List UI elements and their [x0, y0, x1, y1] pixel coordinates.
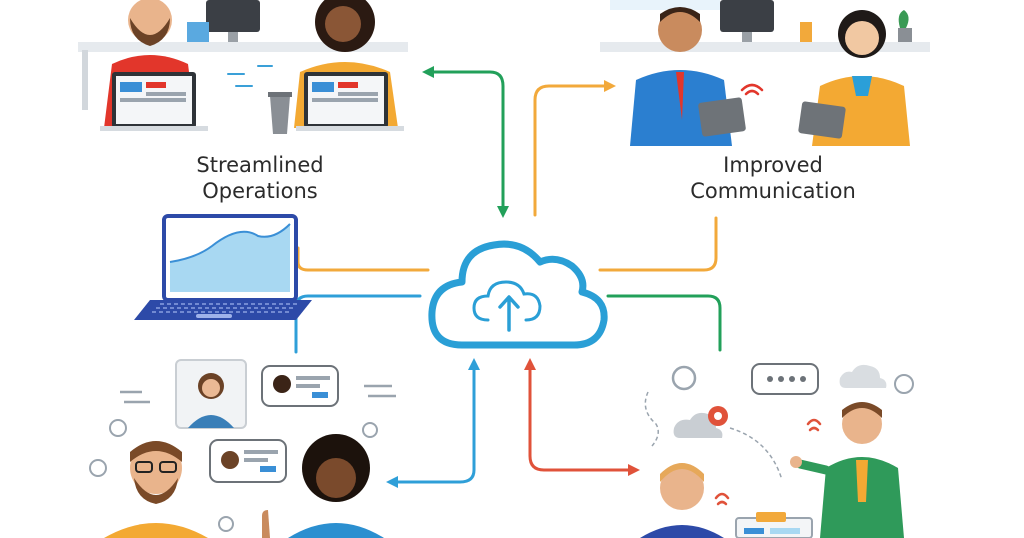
line-green-right — [606, 294, 722, 352]
collaboration-scene-bottom-left — [89, 359, 396, 538]
office-scene-top-left — [78, 0, 408, 134]
caption-streamlined-operations: Streamlined Operations — [170, 152, 350, 204]
office-scene-top-right — [600, 0, 930, 146]
arrow-green-top — [422, 66, 509, 218]
caption-line: Improved — [723, 153, 823, 177]
line-orange-left — [296, 246, 430, 272]
cloud-upload-icon — [428, 240, 608, 349]
arrow-red-bottom — [524, 358, 640, 476]
caption-line: Streamlined — [196, 153, 324, 177]
caption-improved-communication: Improved Communication — [668, 152, 878, 204]
line-orange-right — [598, 216, 718, 272]
arrow-orange-top — [533, 80, 616, 217]
caption-line: Operations — [202, 179, 318, 203]
laptop-chart-icon — [134, 214, 312, 320]
presentation-scene-bottom-right — [640, 363, 914, 538]
caption-line: Communication — [690, 179, 856, 203]
line-blue-left — [294, 294, 422, 354]
dash-marks — [227, 65, 273, 87]
arrow-blue-bottom — [386, 358, 480, 488]
